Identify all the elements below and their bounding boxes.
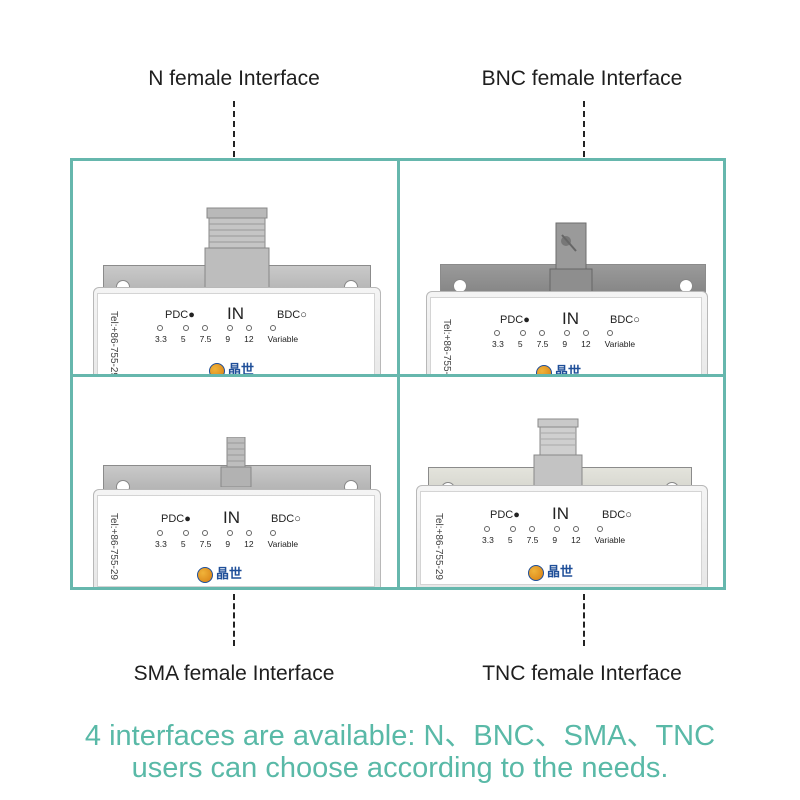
device-label-panel: [97, 495, 375, 587]
brand-icon: [209, 362, 225, 374]
bnc-interface-label: BNC female Interface: [481, 67, 683, 90]
in-label: IN: [227, 304, 244, 323]
bdc-label: BDC○: [602, 509, 632, 521]
caption-line-1: 4 interfaces are available: N、BNC、SMA、TN…: [84, 720, 716, 752]
brand-logo: 晶世: [528, 561, 573, 581]
bdc-label: BDC○: [610, 314, 640, 326]
pdc-label: PDC●: [165, 309, 195, 321]
tnc-leader-line: [583, 594, 585, 646]
in-label: IN: [552, 504, 569, 523]
pdc-label: PDC●: [161, 513, 191, 525]
bdc-label: BDC○: [277, 309, 307, 321]
brand-icon: [536, 364, 552, 374]
device-label-panel: [97, 293, 375, 374]
brand-logo: 晶世: [197, 563, 242, 583]
brand-logo: 晶世: [536, 361, 581, 374]
in-label: IN: [223, 508, 240, 527]
n-leader-line: [233, 101, 235, 157]
sma-interface-label: SMA female Interface: [133, 662, 335, 685]
pdc-label: PDC●: [490, 509, 520, 521]
sma-leader-line: [233, 594, 235, 646]
n-interface-label: N female Interface: [148, 67, 320, 90]
tnc-connector-icon: [533, 418, 583, 487]
bdc-label: BDC○: [271, 513, 301, 525]
grid-divider-horizontal: [70, 374, 726, 377]
device-label-panel: [420, 491, 702, 585]
sma-connector-icon: [220, 437, 252, 487]
brand-logo: 晶世: [209, 359, 254, 374]
brand-icon: [528, 564, 544, 581]
in-label: IN: [562, 309, 579, 328]
tnc-interface-label: TNC female Interface: [482, 662, 682, 685]
bnc-leader-line: [583, 101, 585, 157]
brand-icon: [197, 566, 213, 583]
pdc-label: PDC●: [500, 314, 530, 326]
caption-line-2: users can choose according to the needs.: [131, 752, 669, 784]
